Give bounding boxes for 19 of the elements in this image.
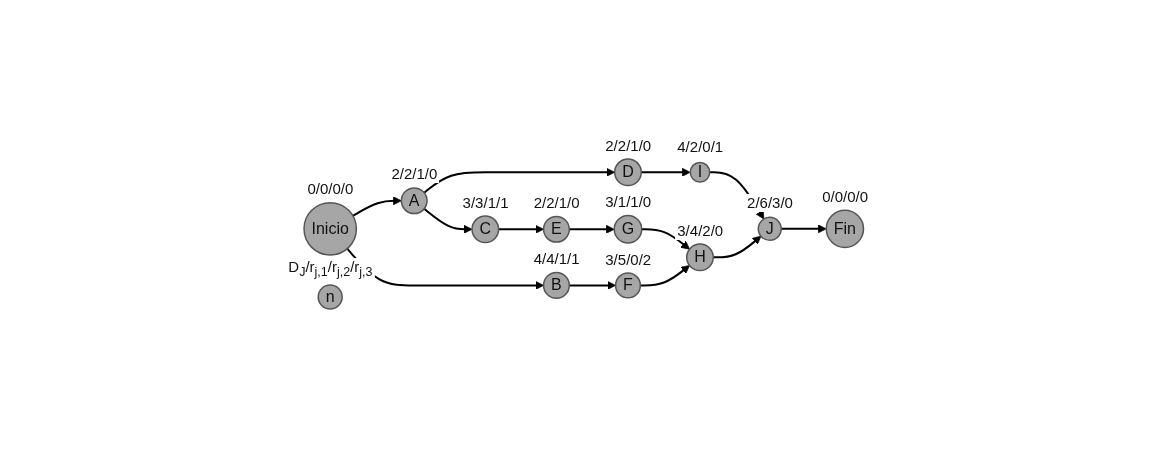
node-circle [615,271,642,299]
node-circle [614,157,643,186]
node-circle [317,283,344,310]
node-circle [613,214,643,244]
node-circle [471,214,500,243]
arrow [423,167,616,194]
node-circle [543,271,571,299]
node-annotation: 2/6/3/0 [745,194,795,213]
node-circle [689,161,711,183]
node-annotation: D$_{J}$/r$_{j,1}$/r$_{j,2}$/r$_{j,3}$ [286,258,375,281]
node-circle [543,215,571,243]
node-annotation: 2/2/1/0 [389,165,440,184]
node-circle [825,209,865,248]
node-circle [400,186,428,214]
arrow [352,195,402,217]
arrow [423,207,473,234]
node-circle [757,216,783,241]
node-circle [686,242,715,271]
node-circle [303,201,358,256]
